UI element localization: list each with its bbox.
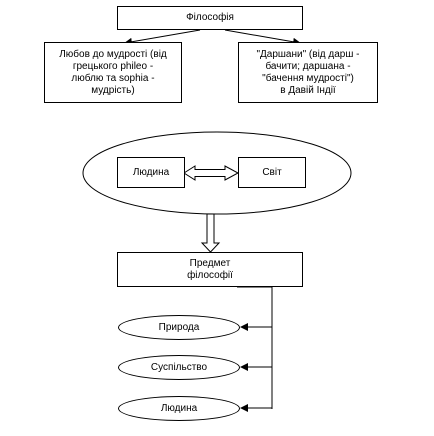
love-of-wisdom-label: Любов до мудрості (від грецького phileo … [59, 48, 167, 96]
darshani-label: "Даршани" (від дарш - бачити; даршана - … [256, 48, 360, 96]
nature-label: Природа [158, 322, 200, 333]
human-world-ellipse [82, 131, 352, 215]
arrow-to-love-of-wisdom [124, 29, 201, 46]
subject-label: Предмет філософії [187, 257, 233, 281]
society-label: Суспільство [150, 362, 208, 373]
philosophy-box: Філософія [117, 6, 303, 30]
human-top-label: Людина [132, 166, 170, 178]
human-box-top: Людина [117, 157, 185, 188]
world-label: Світ [262, 166, 282, 178]
philosophy-label: Філософія [186, 12, 234, 23]
subject-box: Предмет філософії [117, 252, 303, 287]
human-bottom-label: Людина [160, 403, 198, 414]
arrow-to-darshani [224, 29, 301, 46]
world-box: Світ [238, 157, 306, 188]
nature-ellipse: Природа [118, 315, 240, 340]
double-arrow [183, 165, 240, 181]
society-ellipse: Суспільство [118, 355, 240, 380]
human-ellipse-bottom: Людина [118, 396, 240, 421]
hollow-down-arrow [200, 213, 221, 253]
love-of-wisdom-box: Любов до мудрості (від грецького phileo … [44, 42, 182, 103]
darshani-box: "Даршани" (від дарш - бачити; даршана - … [238, 42, 378, 103]
